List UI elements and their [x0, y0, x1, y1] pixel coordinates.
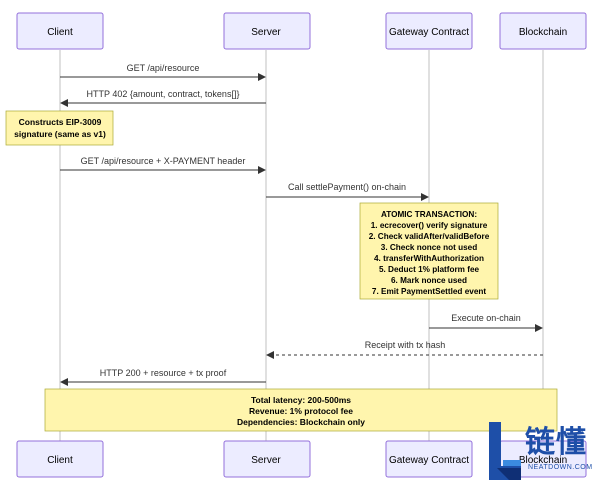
message-receipt: Receipt with tx hash [266, 340, 543, 359]
actor-client-top: Client [16, 12, 104, 50]
logo-mark-icon [489, 422, 521, 480]
actor-blockchain-top: Blockchain [499, 12, 587, 50]
note-line: 7. Emit PaymentSettled event [372, 287, 486, 296]
note-line: Total latency: 200-500ms [251, 395, 351, 405]
note-summary: Total latency: 200-500ms Revenue: 1% pro… [44, 388, 558, 432]
note-atomic-transaction: ATOMIC TRANSACTION: 1. ecrecover() verif… [359, 202, 499, 300]
note-line: 6. Mark nonce used [391, 276, 467, 285]
message-http-200: HTTP 200 + resource + tx proof [60, 368, 266, 386]
message-get-resource: GET /api/resource [60, 63, 266, 81]
message-execute-on-chain: Execute on-chain [429, 313, 543, 332]
note-line: ATOMIC TRANSACTION: [381, 210, 477, 219]
actor-label: Server [251, 455, 281, 466]
message-http-402: HTTP 402 {amount, contract, tokens[]} [60, 89, 266, 107]
note-line: 1. ecrecover() verify signature [371, 221, 488, 230]
message-label: Call settlePayment() on-chain [288, 182, 406, 192]
message-settle-payment: Call settlePayment() on-chain [266, 182, 429, 201]
message-label: HTTP 402 {amount, contract, tokens[]} [87, 89, 240, 99]
message-label: GET /api/resource [127, 63, 200, 73]
note-line: 5. Deduct 1% platform fee [379, 265, 480, 274]
message-label: Execute on-chain [451, 313, 521, 323]
actor-label: Client [47, 27, 73, 38]
actor-client-bottom: Client [16, 440, 104, 478]
message-label: HTTP 200 + resource + tx proof [100, 368, 227, 378]
note-line: 4. transferWithAuthorization [374, 254, 484, 263]
actor-server-bottom: Server [223, 440, 311, 478]
actor-label: Blockchain [519, 455, 567, 466]
neatdown-logo: 链懂 NEATDOWN.COM [487, 420, 600, 485]
note-construct-signature: Constructs EIP-3009 signature (same as v… [5, 110, 114, 146]
note-line: Revenue: 1% protocol fee [249, 406, 353, 416]
message-label: GET /api/resource + X-PAYMENT header [81, 156, 246, 166]
actor-label: Server [251, 27, 281, 38]
note-line: Dependencies: Blockchain only [237, 417, 365, 427]
actor-label: Client [47, 455, 73, 466]
actor-server-top: Server [223, 12, 311, 50]
logo-english-text: NEATDOWN.COM [528, 464, 593, 471]
note-line: Constructs EIP-3009 [19, 117, 102, 127]
actor-label: Gateway Contract [389, 455, 469, 466]
logo-chinese-text: 链懂 [525, 425, 587, 460]
note-line: signature (same as v1) [14, 129, 106, 139]
actor-gateway-bottom: Gateway Contract [385, 440, 473, 478]
actor-gateway-top: Gateway Contract [385, 12, 473, 50]
message-label: Receipt with tx hash [365, 340, 446, 350]
actor-label: Blockchain [519, 27, 567, 38]
note-line: 3. Check nonce not used [381, 243, 477, 252]
actor-label: Gateway Contract [389, 27, 469, 38]
message-get-with-payment: GET /api/resource + X-PAYMENT header [60, 156, 266, 174]
note-line: 2. Check validAfter/validBefore [369, 232, 490, 241]
